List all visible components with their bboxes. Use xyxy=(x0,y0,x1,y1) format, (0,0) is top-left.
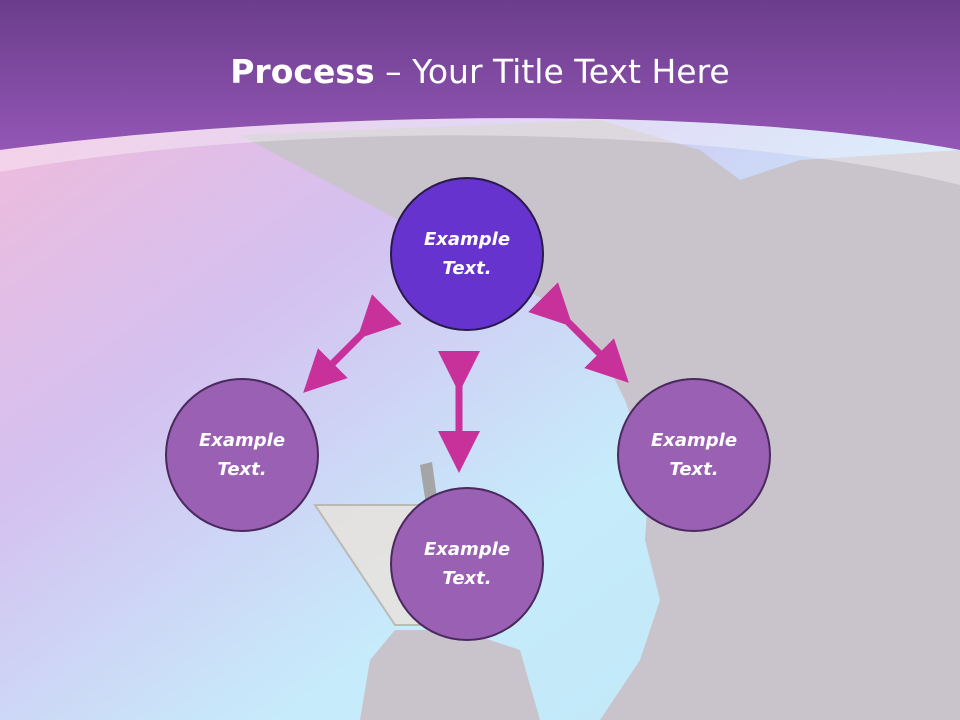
arrow-top-left xyxy=(303,294,402,393)
hand-silhouette xyxy=(360,630,540,720)
node-top: Example Text. xyxy=(390,177,544,331)
node-right: Example Text. xyxy=(617,378,771,532)
person-silhouette xyxy=(240,120,960,720)
title-strong: Process xyxy=(230,52,375,91)
node-right-label: Example Text. xyxy=(650,430,738,480)
title-rest: – Your Title Text Here xyxy=(374,52,730,91)
header-band xyxy=(0,0,960,150)
node-bottom: Example Text. xyxy=(390,487,544,641)
arrow-top-right xyxy=(528,282,629,383)
header-swoosh xyxy=(0,118,960,185)
node-bottom-label: Example Text. xyxy=(423,539,511,589)
node-left: Example Text. xyxy=(165,378,319,532)
slide-title: Process – Your Title Text Here xyxy=(0,52,960,91)
node-top-label: Example Text. xyxy=(423,229,511,279)
node-left-label: Example Text. xyxy=(198,430,286,480)
